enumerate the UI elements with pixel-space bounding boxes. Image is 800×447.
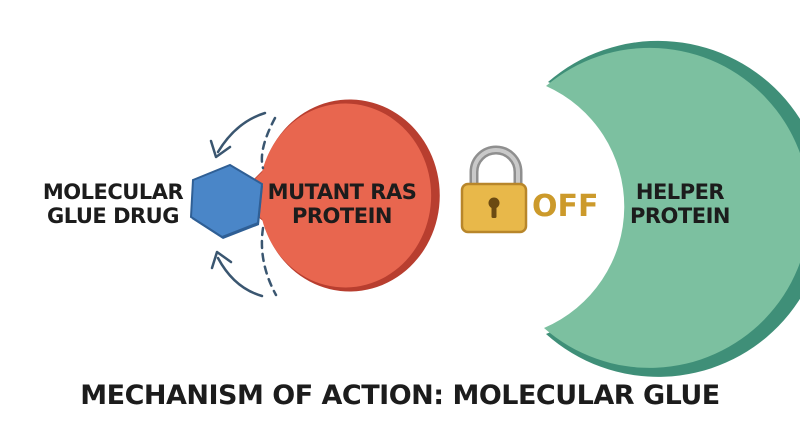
padlock-icon [460, 145, 528, 234]
ras-label-line1: MUTANT RAS [267, 180, 417, 204]
helper-label-line2: PROTEIN [630, 204, 730, 229]
ras-label-line2: PROTEIN [292, 204, 392, 229]
molecular-glue-drug-icon [189, 163, 264, 239]
lock-state-label: OFF [532, 189, 599, 224]
drug-label-line2: GLUE DRUG [47, 204, 179, 229]
binding-arrows-icon [209, 111, 278, 298]
helper-label-line1: HELPER [635, 180, 725, 204]
ras-label: MUTANT RAS PROTEIN [262, 180, 422, 228]
diagram-title: MECHANISM OF ACTION: MOLECULAR GLUE [80, 380, 720, 411]
helper-protein-shape [544, 40, 800, 377]
helper-label: HELPER PROTEIN [612, 180, 748, 228]
drug-label: MOLECULAR GLUE DRUG [28, 180, 198, 228]
ras-protein-shape [252, 99, 440, 292]
drug-label-line1: MOLECULAR [42, 180, 184, 204]
